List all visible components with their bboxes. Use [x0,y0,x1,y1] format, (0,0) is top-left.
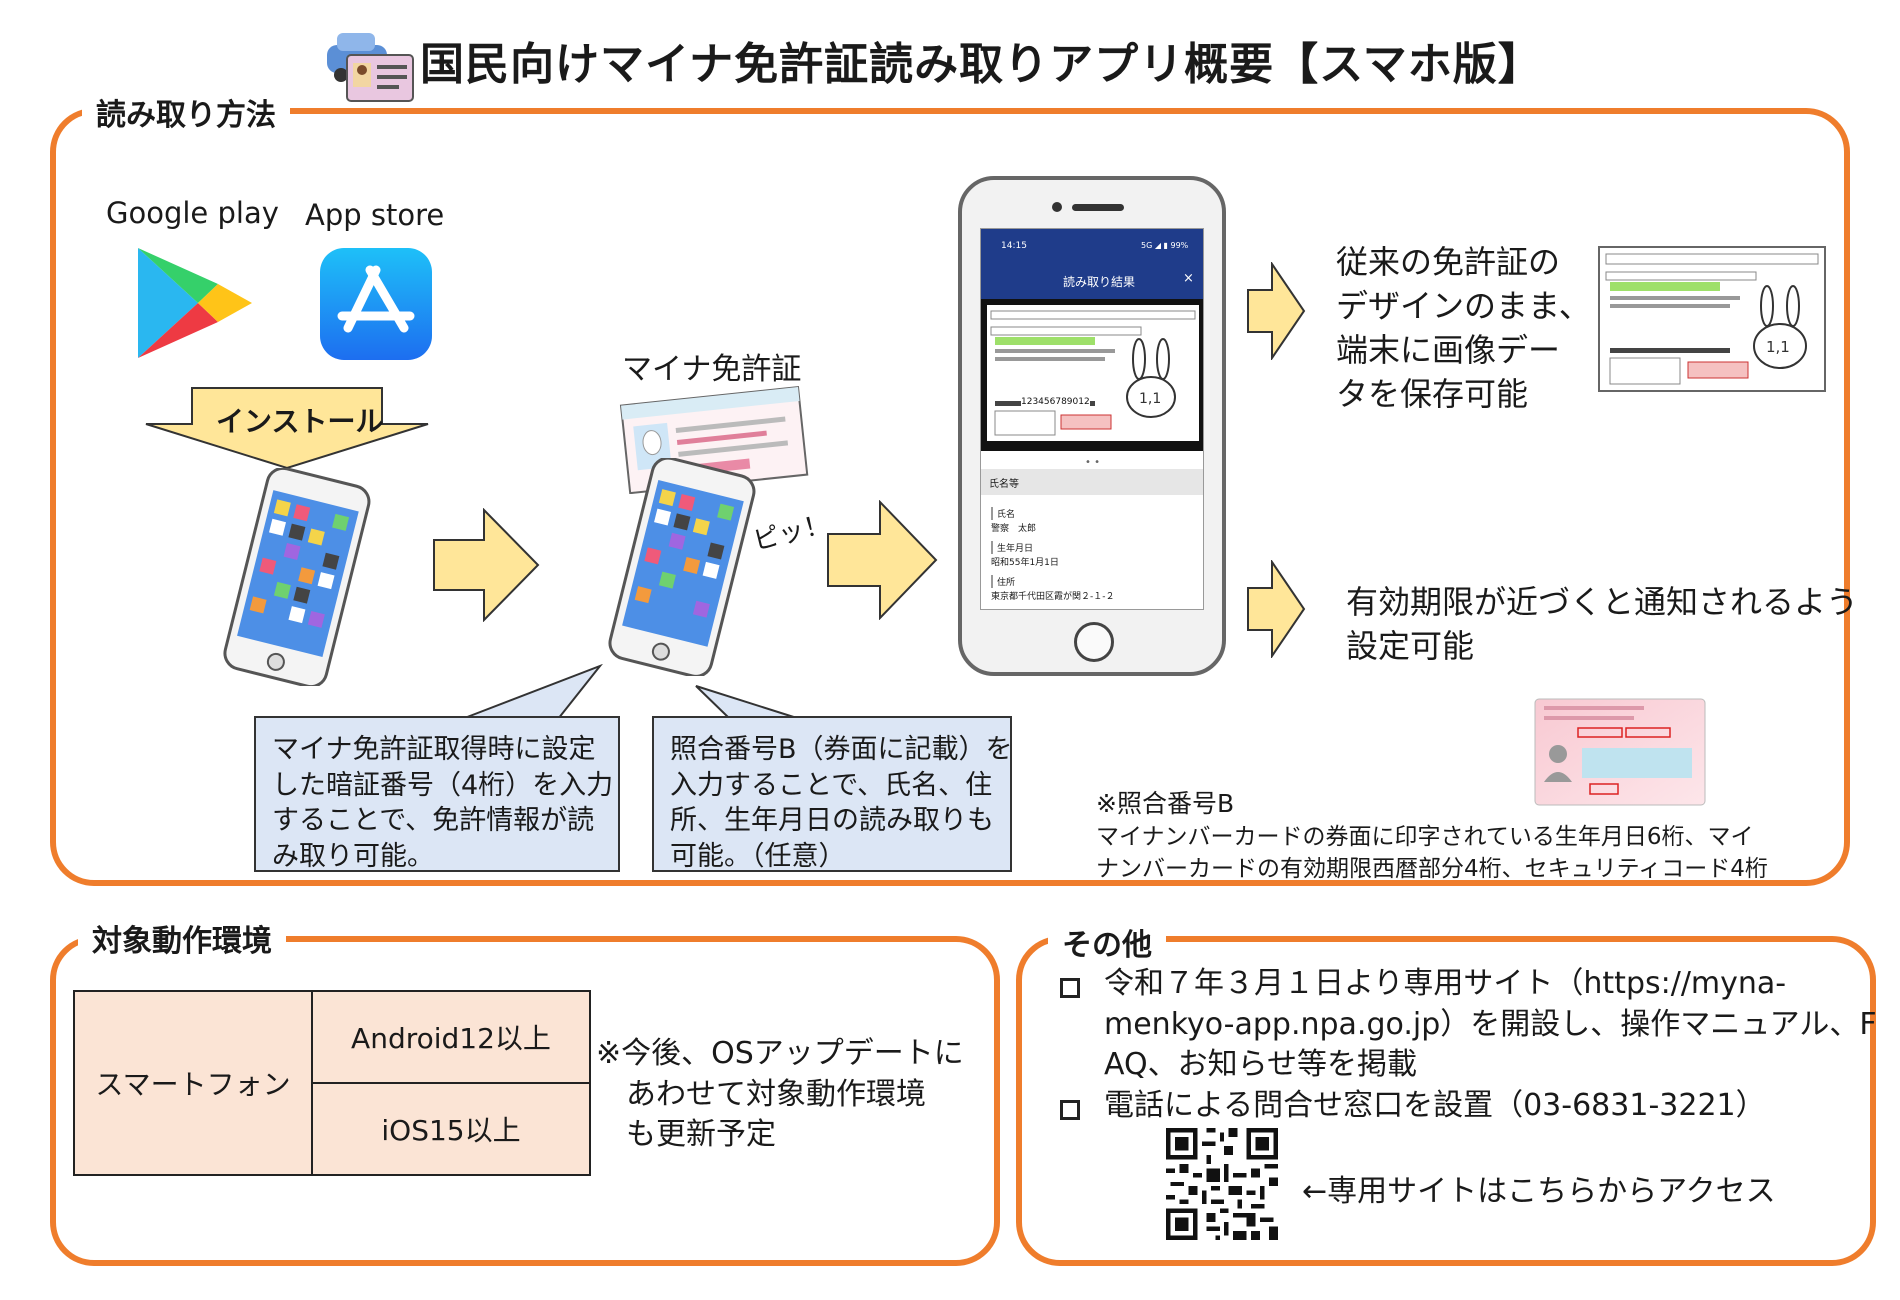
field-address-label: 住所 [991,575,1015,588]
screen-title: 読み取り結果 [1063,275,1136,289]
ios-cell: iOS15以上 [311,1082,591,1176]
home-button[interactable] [1074,622,1114,662]
other-label: その他 [1048,920,1166,964]
google-play-label: Google play [106,196,279,230]
smartphone-scan-icon [608,458,756,676]
field-name-label: 氏名 [991,507,1015,520]
other-item-1-line: 令和７年３月１日より専用サイト（https://myna- [1104,966,1787,1001]
result-notify-line: 設定可能 [1346,627,1475,666]
reading-method-label: 読み取り方法 [82,90,290,134]
bullet-2-checkbox [1060,1100,1080,1120]
android-cell: Android12以上 [311,990,591,1084]
verification-callout-line: 可能。（任意） [670,840,846,872]
verification-note-line: ナンバーカードの有効期限西暦部分4桁、セキュリティコード4桁 [1096,856,1768,883]
other-item-1-line: menkyo-app.npa.go.jp）を開設し、操作マニュアル、F [1104,1006,1877,1042]
screen-header: 14:15 5G ◢ ▮ 99% 読み取り結果 × [981,229,1203,299]
result-arrow-1-icon [1247,262,1306,360]
pin-callout-line: み取り可能。 [272,840,434,872]
myna-license-label: マイナ免許証 [622,352,802,387]
result-save-line: デザインのまま、 [1336,287,1591,326]
result-notify-text: 有効期限が近づくと通知されるよう 設定可能 [1346,580,1858,668]
page-title: 国民向けマイナ免許証読み取りアプリ概要【スマホ版】 [420,39,1543,90]
car-license-icon [327,33,414,102]
svg-text:1,1: 1,1 [1139,391,1161,407]
environment-note: ※今後、OSアップデートに あわせて対象動作環境 も更新予定 [596,1034,964,1156]
license-number-text: 123456789012 [1021,397,1090,407]
other-item-1: 令和７年３月１日より専用サイト（https://myna- menkyo-app… [1104,964,1877,1086]
google-play-icon[interactable] [134,244,256,362]
verification-callout: 照合番号B（券面に記載）を 入力することで、氏名、住 所、生年月日の読み取りも … [652,716,1013,872]
speaker-slot [1072,204,1124,211]
environment-note-line: あわせて対象動作環境 [626,1076,926,1112]
field-name-value: 警察 太郎 [991,524,1037,534]
field-birth-value: 昭和55年1月1日 [991,558,1059,568]
verification-callout-line: 所、生年月日の読み取りも [670,805,994,837]
environment-note-line: も更新予定 [626,1117,776,1152]
field-address-value: 東京都千代田区霞が関２-１-２ [991,592,1115,602]
camera-dot-icon [1052,202,1062,212]
device-cell: スマートフォン [73,990,313,1176]
info-section-title-bar: 氏名等 [981,469,1203,495]
result-notify-line: 有効期限が近づくと通知されるよう [1346,583,1859,621]
smartphone-home-icon [223,468,371,686]
license-image-area: 1,1 123456789012 [981,299,1203,451]
my-number-card-image [1534,698,1706,806]
verification-callout-line: 照合番号B（券面に記載）を [670,734,1013,765]
verification-callout-line: 入力することで、氏名、住 [670,769,993,801]
pin-callout-line: した暗証番号（4桁）を入力 [272,769,614,801]
result-phone: 14:15 5G ◢ ▮ 99% 読み取り結果 × [958,176,1226,676]
pager-dots: • • [1085,457,1100,468]
right-arrow-2-icon [827,500,938,620]
environment-label: 対象動作環境 [78,916,286,960]
field-birth-label: 生年月日 [991,541,1033,554]
app-store-icon[interactable] [320,248,432,360]
status-indicators: 5G ◢ ▮ 99% [1141,241,1189,250]
environment-note-line: ※今後、OSアップデートに [596,1036,964,1071]
verification-note-line: ※照合番号B [1096,789,1235,818]
right-arrow-1-icon [433,508,540,622]
close-icon[interactable]: × [1183,271,1194,286]
qr-code-icon[interactable] [1166,1128,1278,1240]
saved-license-image: 1,1 [1598,246,1826,392]
info-section-title: 氏名等 [989,479,1019,490]
callout-left-pointer [461,664,603,720]
pin-callout: マイナ免許証取得時に設定 した暗証番号（4桁）を入力 することで、免許情報が読 … [254,716,620,872]
install-arrow-icon [145,387,429,470]
phone-screen: 14:15 5G ◢ ▮ 99% 読み取り結果 × [980,228,1204,610]
qr-caption: ←専用サイトはこちらからアクセス [1302,1174,1776,1209]
driver-license-image: 1,1 [987,305,1199,441]
callout-right-pointer [695,685,801,720]
result-arrow-2-icon [1247,560,1306,658]
status-time: 14:15 [1001,241,1027,251]
svg-text:1,1: 1,1 [1766,338,1790,356]
result-save-line: タを保存可能 [1336,375,1529,414]
verification-note: ※照合番号B マイナンバーカードの券面に印字されている生年月日6桁、マイ ナンバ… [1096,786,1768,885]
verification-note-line: マイナンバーカードの券面に印字されている生年月日6桁、マイ [1096,824,1754,850]
environment-table: スマートフォン Android12以上 iOS15以上 [73,990,591,1176]
pin-callout-line: することで、免許情報が読 [272,805,595,837]
result-save-line: 従来の免許証の [1336,243,1561,281]
app-store-label: App store [305,198,445,232]
other-item-1-line: AQ、お知らせ等を掲載 [1104,1047,1418,1082]
other-item-2: 電話による問合せ窓口を設置（03-6831-3221） [1104,1088,1766,1123]
pin-callout-line: マイナ免許証取得時に設定 [272,734,596,765]
result-save-line: 端末に画像デー [1336,331,1561,370]
other-frame [1016,936,1876,1266]
environment-frame [50,936,1000,1266]
bullet-1-checkbox [1060,978,1080,998]
install-label: インストール [216,405,384,438]
reading-method-frame [50,108,1850,886]
result-save-text: 従来の免許証の デザインのまま、 端末に画像デー タを保存可能 [1336,240,1591,417]
